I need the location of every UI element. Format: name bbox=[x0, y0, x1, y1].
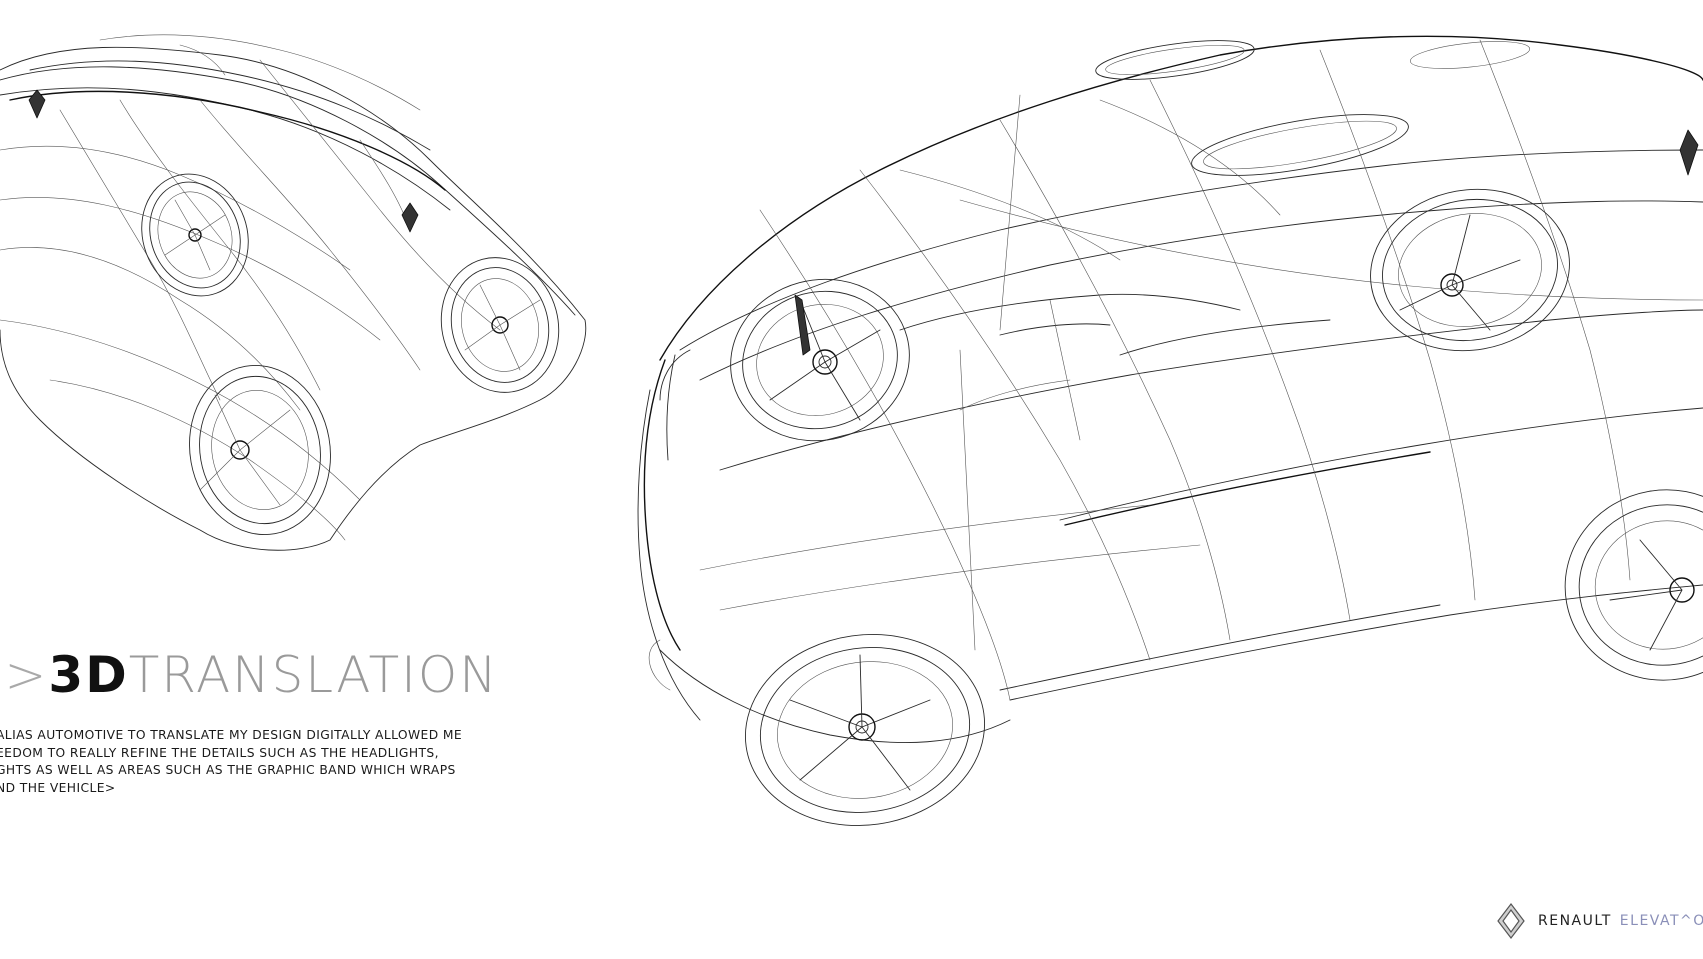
description-text: ALIAS AUTOMOTIVE TO TRANSLATE MY DESIGN … bbox=[0, 727, 516, 797]
wireframe-car-left bbox=[0, 34, 587, 551]
description-line: GHTS AS WELL AS AREAS SUCH AS THE GRAPHI… bbox=[0, 763, 456, 777]
heading-prefix: D> bbox=[0, 646, 49, 704]
page-heading: D>3DTRANSLATION bbox=[0, 650, 499, 700]
brand-subtitle: ELEVAT^ON bbox=[1619, 913, 1703, 929]
wireframe-car-right bbox=[637, 35, 1703, 826]
renault-diamond-icon bbox=[1497, 903, 1525, 939]
brand-footer: RENAULT ELEVAT^ON bbox=[1496, 903, 1703, 939]
description-line: ALIAS AUTOMOTIVE TO TRANSLATE MY DESIGN … bbox=[0, 728, 463, 742]
heading-strong: 3D bbox=[48, 646, 129, 704]
description-line: EEDOM TO REALLY REFINE THE DETAILS SUCH … bbox=[0, 745, 439, 760]
heading-rest: TRANSLATION bbox=[128, 646, 499, 704]
description-line: ND THE VEHICLE> bbox=[0, 780, 116, 795]
brand-name: RENAULT bbox=[1538, 913, 1612, 929]
